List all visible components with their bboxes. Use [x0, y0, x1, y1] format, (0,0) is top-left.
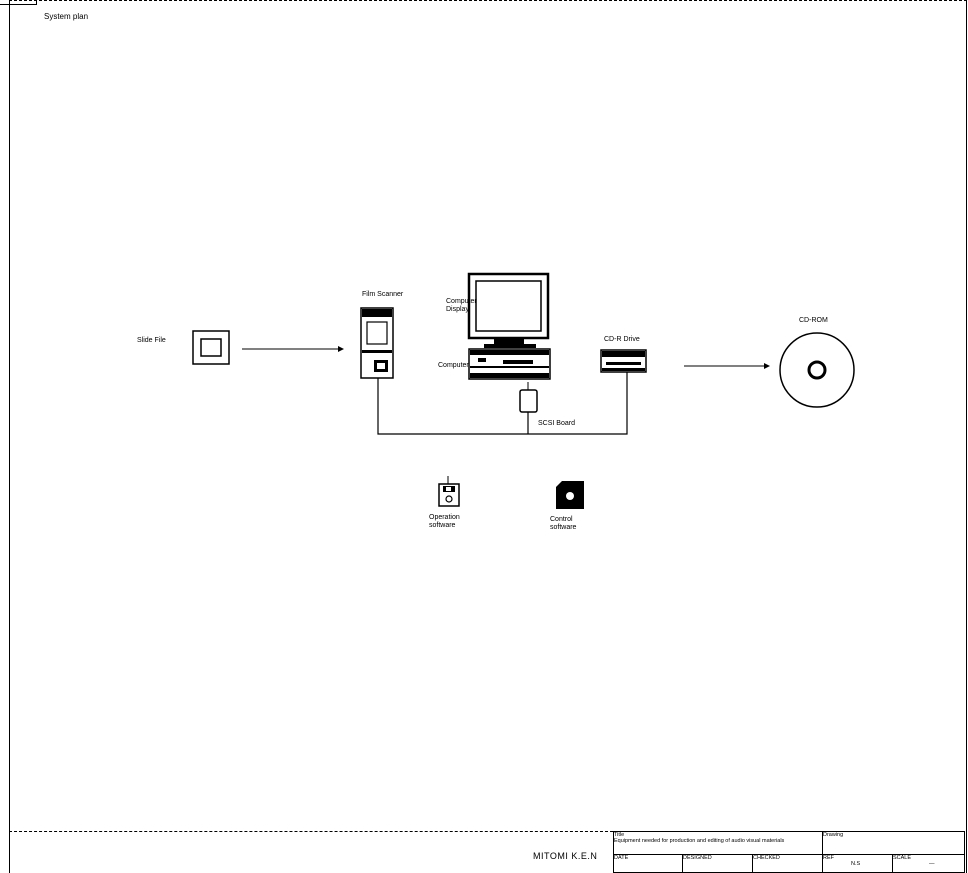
control-software-disk-icon	[556, 481, 584, 509]
title-block-scale-cell: REF N.S	[822, 854, 893, 873]
film-scanner-icon	[361, 308, 393, 378]
computer-icon	[469, 349, 550, 379]
connection-bus	[378, 372, 627, 434]
scale-value: N.S	[823, 861, 892, 867]
date-label: DATE	[614, 855, 682, 861]
operation-software-label: Operation software	[429, 514, 460, 530]
title-block-title-cell: Title Equipment needed for production an…	[613, 831, 823, 855]
arrow-slide-to-scanner	[242, 346, 344, 352]
control-software-label: Control software	[550, 516, 576, 532]
cd-rom-icon	[780, 333, 854, 407]
title-block-checked-cell: CHECKED	[752, 854, 823, 873]
computer-display-icon	[469, 274, 548, 348]
scsi-board-label: SCSI Board	[538, 420, 575, 428]
floppy-disk-icon	[439, 476, 459, 506]
title-block-date-cell: DATE	[613, 854, 683, 873]
bottom-divider	[9, 831, 613, 832]
slide-file-icon	[193, 331, 229, 364]
drawing-header: Drawing	[823, 832, 964, 838]
computer-display-label: Computer Display	[446, 298, 477, 314]
arrow-drive-to-cd	[684, 363, 770, 369]
scsi-board-icon	[520, 382, 537, 434]
cd-r-drive-icon	[601, 350, 646, 372]
cd-rom-label: CD-ROM	[799, 317, 828, 325]
checked-label: CHECKED	[753, 855, 822, 861]
title-text: Equipment needed for production and edit…	[614, 838, 822, 844]
designed-label: DESIGNED	[683, 855, 752, 861]
title-block-drawing-cell: Drawing	[822, 831, 965, 855]
title-block-sheet-cell: SCALE —	[892, 854, 965, 873]
title-block-designed-cell: DESIGNED	[682, 854, 753, 873]
sheet-value: —	[893, 861, 964, 867]
company-name: MITOMI K.E.N	[533, 851, 597, 861]
cd-r-drive-label: CD-R Drive	[604, 336, 640, 344]
film-scanner-label: Film Scanner	[362, 291, 403, 299]
slide-file-label: Slide File	[137, 337, 166, 345]
computer-label: Computer	[438, 362, 469, 370]
